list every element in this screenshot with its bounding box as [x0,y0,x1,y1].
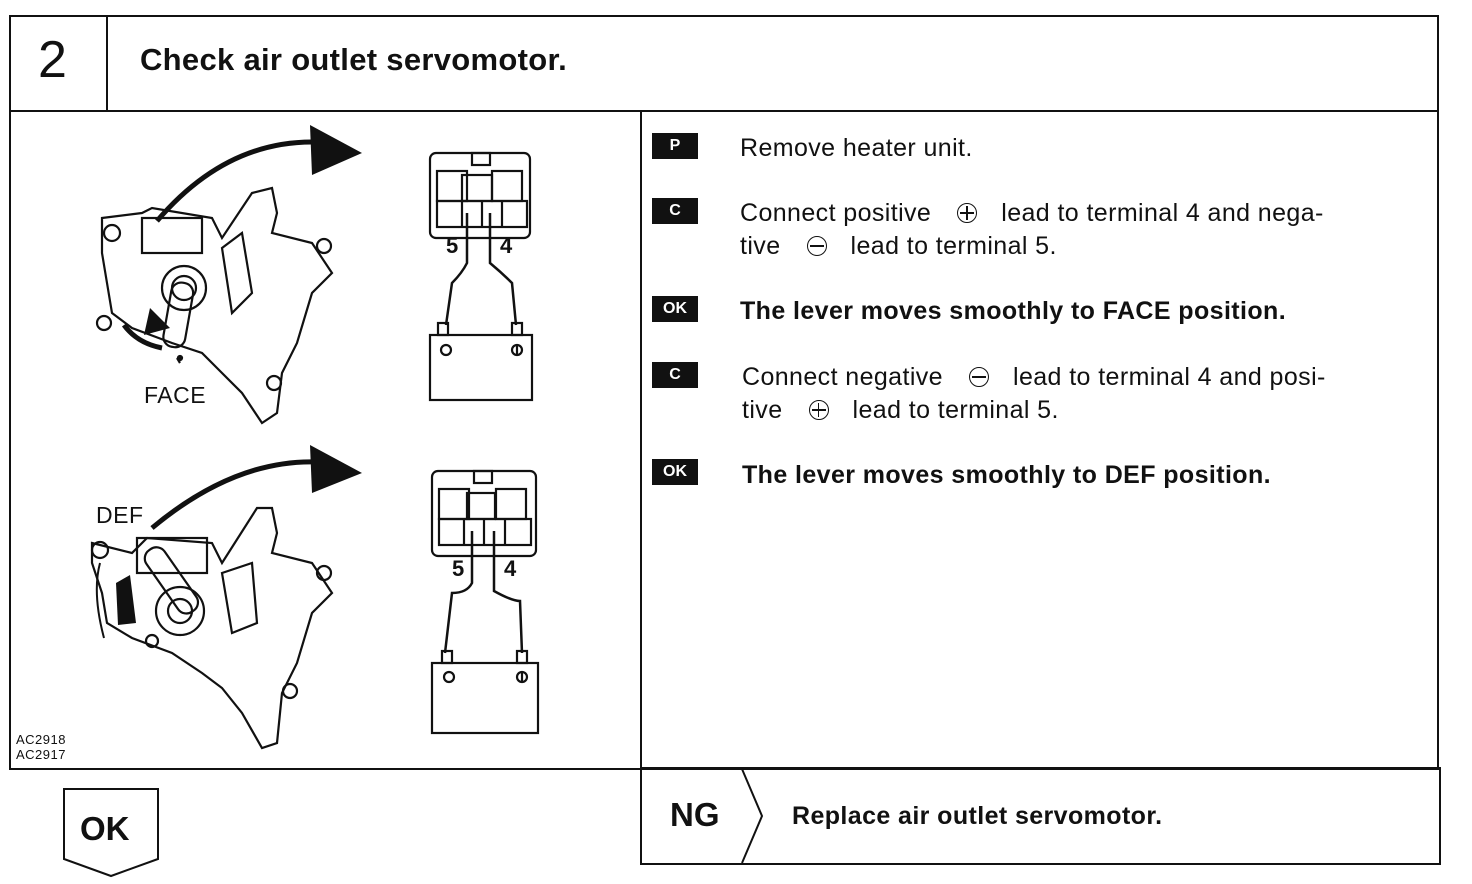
badge-ok-1: OK [652,296,698,322]
ng-box [640,767,1441,865]
badge-p: P [652,133,698,159]
terminal-4-bottom: 4 [504,556,517,581]
minus-circle-icon [968,367,989,387]
figure-code-2: AC2917 [16,747,66,762]
def-mechanism-drawing [90,445,362,750]
terminal-5-top: 5 [446,233,459,258]
def-label: DEF [96,502,144,528]
def-connector-drawing [430,469,538,654]
face-connector-drawing [428,151,532,326]
badge-c-1: C [652,198,698,224]
def-battery-drawing [430,649,540,735]
minus-circle-icon [806,236,827,256]
terminal-4-top: 4 [500,233,513,258]
result-def-position: The lever moves smoothly to DEF position… [742,461,1271,489]
main-box [9,110,1439,770]
face-battery-drawing [428,321,534,402]
servomotor-figure [90,125,540,750]
badge-ok-2: OK [652,459,698,485]
ng-action-text: Replace air outlet servomotor. [792,802,1163,830]
figure-code-1: AC2918 [16,732,66,747]
result-face-position: The lever moves smoothly to FACE positio… [740,297,1287,325]
column-divider [640,110,642,865]
instruction-remove-heater: Remove heater unit. [740,134,973,162]
step-number: 2 [38,31,67,89]
face-mechanism-drawing [95,125,362,425]
ng-label: NG [670,796,720,833]
face-label: FACE [144,382,207,408]
terminal-5-bottom: 5 [452,556,465,581]
ok-label: OK [80,810,130,847]
ok-arrow-box [63,788,159,878]
plus-circle-icon [957,203,978,223]
badge-c-2: C [652,362,698,388]
plus-circle-icon [808,400,829,420]
step-divider [106,15,108,112]
page-title: Check air outlet servomotor. [140,42,568,77]
ng-chevron [741,768,764,864]
